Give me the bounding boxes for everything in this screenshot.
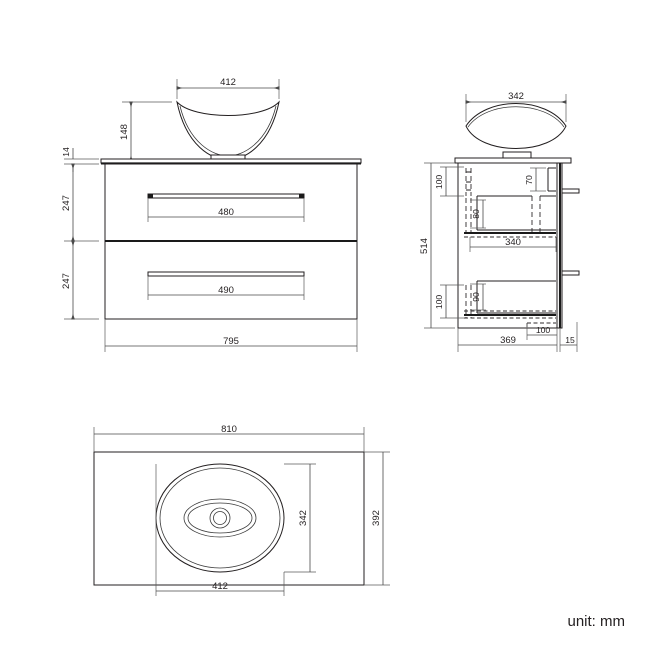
dim-side-15: 15 — [559, 322, 578, 352]
dim-label-front-412: 412 — [220, 77, 236, 88]
handle-endcap-left-upper — [148, 194, 153, 198]
handle-bar-lower — [147, 271, 305, 277]
dim-label-side-340: 340 — [505, 237, 521, 248]
dim-label-side-70: 70 — [524, 175, 534, 185]
dim-front-vertical-stack: 14 247 247 — [61, 147, 99, 320]
dim-plan-810: 810 — [93, 424, 365, 452]
dim-label-plan-342: 342 — [298, 510, 309, 526]
dim-label-front-148: 148 — [119, 124, 130, 140]
dim-label-front-490: 490 — [218, 285, 234, 296]
side-cabinet-body — [457, 162, 563, 329]
dim-side-514: 514 — [419, 162, 455, 329]
basin-bowl-inner — [187, 502, 253, 534]
dim-label-front-14: 14 — [61, 147, 71, 157]
side-countertop — [454, 157, 572, 164]
dim-side-basin-width: 342 — [465, 91, 567, 122]
side-basin-profile — [465, 103, 567, 149]
dim-side-100-base: 100 — [526, 323, 557, 340]
basin-rim-outer — [155, 463, 285, 573]
dim-label-side-100-base: 100 — [536, 325, 551, 335]
basin-bowl-outer — [183, 498, 257, 538]
dim-label-plan-810: 810 — [221, 424, 237, 435]
dim-label-plan-412: 412 — [212, 581, 228, 592]
plan-view: 810 392 342 412 — [93, 424, 390, 596]
dim-label-side-80: 80 — [471, 209, 481, 219]
unit-note: unit: mm — [567, 613, 625, 630]
front-basin — [176, 100, 280, 162]
dim-plan-392: 392 — [364, 451, 390, 586]
side-basin — [465, 103, 567, 159]
wall-bracket-lower — [561, 270, 580, 276]
dim-label-side-369: 369 — [500, 335, 516, 346]
dim-label-front-247-lower: 247 — [61, 273, 72, 289]
dim-label-front-247-upper: 247 — [61, 195, 72, 211]
dim-label-front-795: 795 — [223, 336, 239, 347]
dim-label-side-342: 342 — [508, 91, 524, 102]
basin-rim-inner — [159, 467, 281, 569]
dim-label-front-480: 480 — [218, 207, 234, 218]
plan-basin — [155, 463, 285, 573]
dim-side-369: 369 — [457, 328, 558, 352]
front-cabinet-body — [104, 163, 358, 320]
dim-side-70: 70 — [524, 167, 556, 192]
dim-front-overall-width: 795 — [104, 319, 358, 352]
side-cabinet-outline — [457, 162, 563, 329]
drain-inner-circle — [213, 511, 227, 525]
dim-label-side-100-bottom: 100 — [434, 295, 444, 310]
dim-plan-342: 342 — [284, 463, 316, 573]
dim-label-side-100-top: 100 — [434, 175, 444, 190]
side-basin-foot — [502, 151, 532, 159]
dim-label-side-15: 15 — [565, 335, 575, 345]
side-elevation-view: 342 — [419, 91, 580, 352]
drain-outer-circle — [209, 507, 231, 529]
side-countertop-slab — [454, 157, 572, 164]
dim-side-340: 340 — [469, 237, 557, 252]
handle-endcap-right-upper — [299, 194, 304, 198]
dim-front-basin-width: 412 — [176, 77, 280, 99]
wall-brackets — [561, 188, 580, 276]
front-upper-drawer-handle: 480 — [147, 193, 305, 222]
dim-label-plan-392: 392 — [371, 510, 382, 526]
wall-bracket-upper — [561, 188, 580, 194]
front-lower-drawer-handle: 490 — [147, 271, 305, 300]
dim-label-side-514: 514 — [419, 238, 430, 254]
dim-side-100-bottom: 100 — [434, 284, 464, 319]
front-elevation-view: 412 148 480 — [61, 77, 362, 352]
side-lower-drawer: 90 — [464, 280, 556, 328]
side-basin-rim — [467, 106, 565, 128]
dim-side-100-top: 100 — [434, 166, 472, 197]
dim-plan-412: 412 — [155, 464, 285, 596]
front-countertop — [100, 158, 362, 165]
side-upper-drawer: 80 — [464, 195, 556, 238]
dim-label-side-90: 90 — [471, 292, 481, 302]
handle-bar-upper — [147, 193, 305, 199]
